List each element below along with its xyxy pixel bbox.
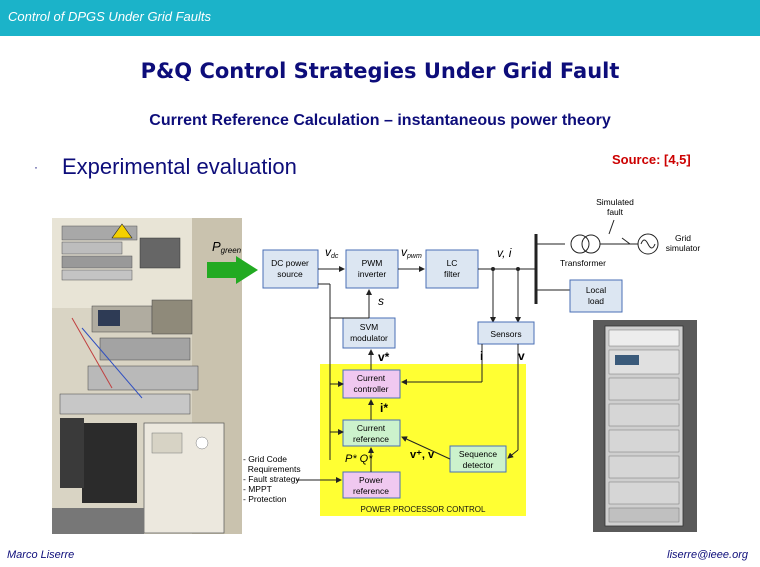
slide-subtitle: Current Reference Calculation – instanta… xyxy=(149,112,611,129)
i-star-label: i* xyxy=(380,401,388,415)
transformer-label: Transformer xyxy=(560,258,606,268)
note-line-1: - Grid Code xyxy=(243,454,287,464)
svm-label-1: SVM xyxy=(360,322,378,332)
sensors-label: Sensors xyxy=(490,329,521,339)
local-load-label-1: Local xyxy=(586,285,606,295)
sd-label-1: Sequence xyxy=(459,449,498,459)
pwm-inverter-block xyxy=(345,249,399,289)
local-load-block xyxy=(569,279,623,313)
lc-label-2: filter xyxy=(444,269,460,279)
pq-star-label: P* Q* xyxy=(345,453,373,465)
svm-label-2: modulator xyxy=(350,333,388,343)
pwm-label-2: inverter xyxy=(358,269,387,279)
dc-power-source-block xyxy=(262,249,319,289)
cr-label-1: Current xyxy=(357,423,386,433)
fault-label-1: Simulated xyxy=(596,197,634,207)
fault-label-2: fault xyxy=(607,207,624,217)
current-controller-block xyxy=(342,369,401,399)
i-bold-label: i xyxy=(480,349,483,363)
grid-simulator-image xyxy=(593,320,697,532)
sd-label-2: detector xyxy=(463,460,494,470)
grid-sim-label-1: Grid xyxy=(675,233,691,243)
transformer-icon xyxy=(570,234,590,254)
dc-source-label-1: DC power xyxy=(271,258,309,268)
local-load-label-2: load xyxy=(588,296,604,306)
footer-email: liserre@ieee.org xyxy=(667,549,748,561)
svm-modulator-block xyxy=(342,317,396,349)
grid-simulator-photo xyxy=(593,320,697,532)
cc-label-2: controller xyxy=(354,384,389,394)
v-i-label: v, i xyxy=(497,246,512,260)
v-bold-label: v xyxy=(518,349,525,363)
note-line-2: Requirements xyxy=(243,464,301,474)
pr-label-1: Power xyxy=(359,475,383,485)
footer-author: Marco Liserre xyxy=(7,549,75,561)
p-green-label: Pgreen xyxy=(212,239,242,255)
power-input-arrow xyxy=(207,256,258,284)
source-citation: Source: [4,5] xyxy=(612,152,691,167)
vpwm-label: vpwm xyxy=(401,245,422,260)
slide-title: P&Q Control Strategies Under Grid Fault xyxy=(140,59,620,83)
bullet-text: Experimental evaluation xyxy=(62,154,297,179)
v-star-label: v* xyxy=(378,350,390,364)
note-line-3: - Fault strategy xyxy=(243,474,300,484)
sensors-block xyxy=(477,321,535,345)
header-bar xyxy=(0,0,760,36)
note-line-4: - MPPT xyxy=(243,484,272,494)
pwm-label-1: PWM xyxy=(362,258,383,268)
dc-source-label-2: source xyxy=(277,269,303,279)
cc-label-1: Current xyxy=(357,373,386,383)
header-title: Control of DPGS Under Grid Faults xyxy=(8,9,212,24)
fault-pointer xyxy=(608,219,615,235)
grid-sim-label-2: simulator xyxy=(666,243,701,253)
lc-label-1: LC xyxy=(447,258,458,268)
v-plus-v-label: v⁺, v xyxy=(410,449,435,461)
sequence-detector-block xyxy=(449,445,507,473)
bullet-icon: · xyxy=(34,160,38,174)
note-line-5: - Protection xyxy=(243,494,287,504)
vdc-label: vdc xyxy=(325,245,339,260)
control-area-title: POWER PROCESSOR CONTROL xyxy=(361,505,486,514)
cr-label-2: reference xyxy=(353,434,389,444)
s-label: s xyxy=(378,294,384,308)
pr-label-2: reference xyxy=(353,486,389,496)
current-reference-block xyxy=(342,419,401,447)
